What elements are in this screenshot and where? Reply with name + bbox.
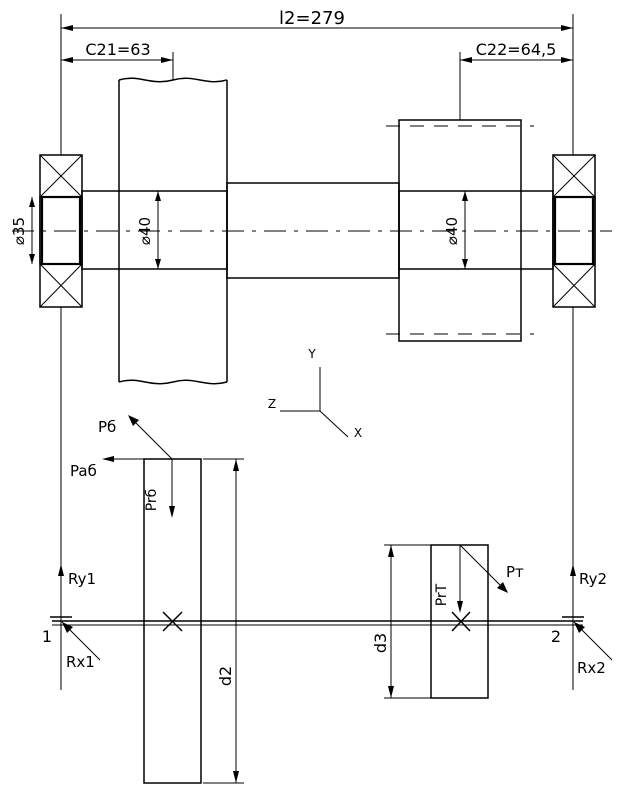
right-offset-label: C22=64,5 [476,40,557,59]
left-offset-label: C21=63 [85,40,150,59]
axis-y-label: Y [307,347,316,361]
diam-left-bearing-label: ⌀35 [10,217,28,245]
force-pt-label: Pт [506,563,524,581]
axis-z-label: Z [268,397,276,411]
coordinate-axes [280,367,349,438]
axis-x-label: X [354,426,362,440]
big-gear-diameter-label: d2 [216,666,235,686]
force-prb-label: Prб [144,489,160,512]
diam-right-gear-label: ⌀40 [443,217,461,245]
support-right-label: 2 [551,627,561,646]
force-ry1-label: Ry1 [68,570,96,588]
small-gear-scheme [384,544,489,699]
force-pb-label: Pб [98,418,116,436]
dimension-lines [60,14,574,155]
diameter-dims [29,191,468,269]
total-length-label: l2=279 [279,8,345,29]
force-arrows [58,415,613,661]
force-rx1-label: Rx1 [66,653,95,671]
small-gear-diameter-label: d3 [371,633,390,653]
support-left-label: 1 [42,627,52,646]
scheme-shaft [50,307,584,690]
diam-left-gear-label: ⌀40 [136,217,154,245]
force-pab-label: Paб [70,462,97,480]
force-rx2-label: Rx2 [577,659,606,677]
force-prt-label: PrT [434,583,450,606]
force-ry2-label: Ry2 [579,570,607,588]
